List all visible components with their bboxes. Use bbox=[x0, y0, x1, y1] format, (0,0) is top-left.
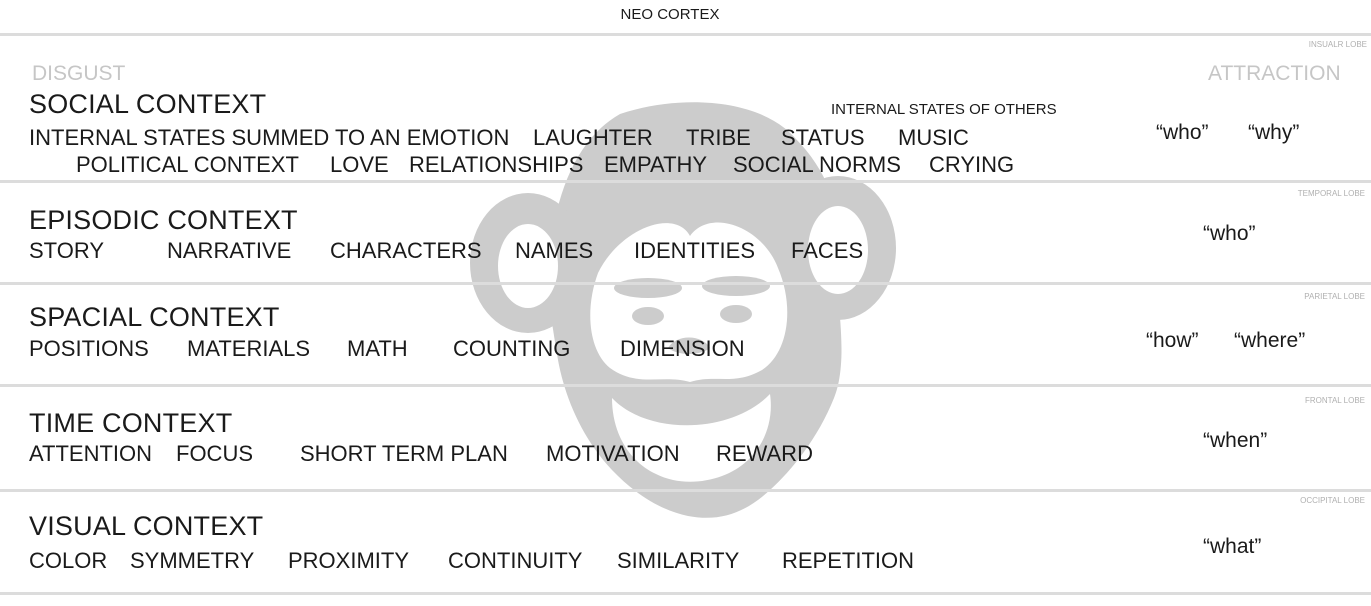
term: RELATIONSHIPS bbox=[409, 152, 584, 177]
term: INTERNAL STATES SUMMED TO AN EMOTION bbox=[29, 125, 510, 150]
band-heading: VISUAL CONTEXT bbox=[29, 511, 264, 541]
term: CHARACTERS bbox=[330, 238, 482, 263]
emotion-right: ATTRACTION bbox=[1208, 62, 1341, 85]
term: NARRATIVE bbox=[167, 238, 292, 263]
term: IDENTITIES bbox=[634, 238, 756, 263]
divider bbox=[0, 384, 1371, 387]
diagram-title: NEO CORTEX bbox=[620, 6, 720, 23]
lobe-label: OCCIPITAL LOBE bbox=[1300, 496, 1365, 505]
band-note: INTERNAL STATES OF OTHERS bbox=[831, 101, 1057, 118]
term: SOCIAL NORMS bbox=[733, 152, 901, 177]
lobe-label: FRONTAL LOBE bbox=[1304, 396, 1365, 405]
term: LOVE bbox=[330, 152, 389, 177]
term: PROXIMITY bbox=[288, 548, 410, 573]
question: “what” bbox=[1203, 535, 1262, 558]
question: “where” bbox=[1234, 329, 1306, 352]
divider bbox=[0, 592, 1371, 595]
term: REPETITION bbox=[782, 548, 915, 573]
term: REWARD bbox=[716, 441, 813, 466]
emotion-left: DISGUST bbox=[32, 62, 126, 85]
lobe-label: TEMPORAL LOBE bbox=[1297, 189, 1365, 198]
term: CONTINUITY bbox=[448, 548, 583, 573]
band-heading: TIME CONTEXT bbox=[29, 408, 233, 438]
term: MATERIALS bbox=[187, 336, 311, 361]
term: FACES bbox=[791, 238, 864, 263]
term: EMPATHY bbox=[604, 152, 708, 177]
term: SYMMETRY bbox=[130, 548, 255, 573]
term: DIMENSION bbox=[620, 336, 745, 361]
divider bbox=[0, 180, 1371, 183]
term: SHORT TERM PLAN bbox=[300, 441, 508, 466]
term: MUSIC bbox=[898, 125, 969, 150]
term: STATUS bbox=[781, 125, 865, 150]
question: “who” bbox=[1156, 121, 1209, 144]
term: COLOR bbox=[29, 548, 108, 573]
term: ATTENTION bbox=[29, 441, 153, 466]
term: MATH bbox=[347, 336, 408, 361]
term: POSITIONS bbox=[29, 336, 149, 361]
question: “why” bbox=[1248, 121, 1300, 144]
divider bbox=[0, 33, 1371, 36]
band-heading: SOCIAL CONTEXT bbox=[29, 89, 267, 119]
band-heading: EPISODIC CONTEXT bbox=[29, 205, 298, 235]
term: TRIBE bbox=[686, 125, 751, 150]
lobe-label: INSUALR LOBE bbox=[1308, 40, 1367, 49]
term: COUNTING bbox=[453, 336, 571, 361]
term: NAMES bbox=[515, 238, 594, 263]
band-heading: SPACIAL CONTEXT bbox=[29, 302, 280, 332]
term: LAUGHTER bbox=[533, 125, 653, 150]
divider bbox=[0, 282, 1371, 285]
term: STORY bbox=[29, 238, 104, 263]
term: FOCUS bbox=[176, 441, 253, 466]
term: MOTIVATION bbox=[546, 441, 680, 466]
question: “when” bbox=[1203, 429, 1268, 452]
term: CRYING bbox=[929, 152, 1015, 177]
term: POLITICAL CONTEXT bbox=[76, 152, 299, 177]
divider bbox=[0, 489, 1371, 492]
question: “who” bbox=[1203, 222, 1256, 245]
question: “how” bbox=[1146, 329, 1199, 352]
term: SIMILARITY bbox=[617, 548, 740, 573]
lobe-label: PARIETAL LOBE bbox=[1304, 292, 1365, 301]
